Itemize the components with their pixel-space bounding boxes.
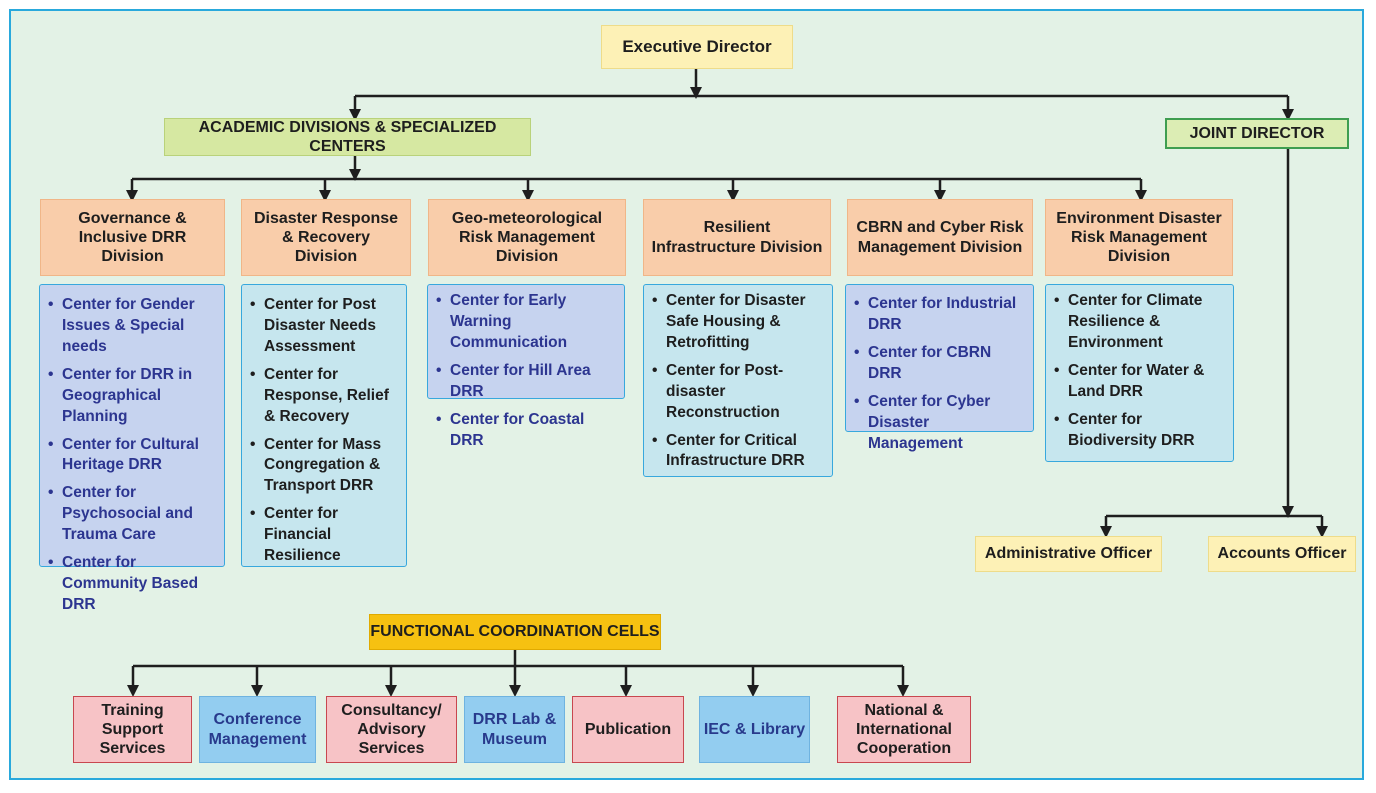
division-title: Resilient Infrastructure Division: [651, 219, 823, 256]
center-item: Center for Financial Resilience: [250, 504, 400, 567]
center-item: Center for Psychosocial and Trauma Care: [48, 483, 218, 546]
functional-cells-title: FUNCTIONAL COORDINATION CELLS: [370, 623, 660, 641]
cell-label: Publication: [584, 720, 672, 738]
center-item: Center for Biodiversity DRR: [1054, 410, 1227, 452]
center-item: Center for Industrial DRR: [854, 294, 1027, 336]
accounts-officer-box: Accounts Officer: [1208, 536, 1356, 572]
administrative-officer-box: Administrative Officer: [975, 536, 1162, 572]
center-list-governance: Center for Gender Issues & Special needs…: [39, 284, 225, 613]
functional-cells-title-box: FUNCTIONAL COORDINATION CELLS: [369, 614, 661, 650]
center-item: Center for Critical Infrastructure DRR: [652, 431, 826, 473]
center-item: Center for Mass Congregation & Transport…: [250, 435, 400, 498]
cell-label: Conference Management: [208, 711, 307, 748]
cell-drr-lab: DRR Lab & Museum: [464, 696, 565, 763]
cell-national-international: National & International Cooperation: [837, 696, 971, 763]
division-header-response: Disaster Response & Recovery Division: [241, 199, 411, 276]
administrative-officer-label: Administrative Officer: [984, 545, 1153, 563]
division-title: Environment Disaster Risk Management Div…: [1056, 209, 1222, 266]
division-header-infrastructure: Resilient Infrastructure Division: [643, 199, 831, 276]
center-item: Center for Early Warning Communication: [436, 291, 618, 354]
center-item: Center for Climate Resilience & Environm…: [1054, 291, 1227, 354]
cell-label: National & International Cooperation: [855, 701, 952, 758]
center-list-geomet: Center for Early Warning Communication C…: [427, 284, 625, 449]
center-list-cbrn: Center for Industrial DRR Center for CBR…: [845, 284, 1034, 452]
center-item: Center for Hill Area DRR: [436, 361, 618, 403]
division-header-geomet: Geo-meteorological Risk Management Divis…: [428, 199, 626, 276]
cell-consultancy: Consultancy/ Advisory Services: [326, 696, 457, 763]
center-item: Center for Cultural Heritage DRR: [48, 435, 218, 477]
cell-iec-library: IEC & Library: [699, 696, 810, 763]
center-list-environment: Center for Climate Resilience & Environm…: [1045, 284, 1234, 462]
center-item: Center for DRR in Geographical Planning: [48, 365, 218, 428]
cell-label: Consultancy/ Advisory Services: [341, 701, 442, 758]
center-item: Center for Coastal DRR: [436, 410, 618, 452]
cell-label: DRR Lab & Museum: [472, 711, 557, 748]
division-header-environment: Environment Disaster Risk Management Div…: [1045, 199, 1233, 276]
academic-divisions-box: ACADEMIC DIVISIONS & SPECIALIZED CENTERS: [164, 118, 531, 156]
division-header-governance: Governance & Inclusive DRR Division: [40, 199, 225, 276]
center-item: Center for Response, Relief & Recovery: [250, 365, 400, 428]
joint-director-box: JOINT DIRECTOR: [1165, 118, 1349, 149]
cell-label: Training Support Services: [99, 701, 166, 758]
executive-director-label: Executive Director: [622, 36, 772, 56]
center-item: Center for Disaster Safe Housing & Retro…: [652, 291, 826, 354]
center-item: Center for Gender Issues & Special needs: [48, 295, 218, 358]
center-item: Center for Community Based DRR: [48, 553, 218, 616]
center-item: Center for Post-disaster Reconstruction: [652, 361, 826, 424]
center-item: Center for CBRN DRR: [854, 343, 1027, 385]
division-title: Geo-meteorological Risk Management Divis…: [451, 209, 603, 266]
cell-label: IEC & Library: [703, 720, 806, 738]
academic-divisions-label: ACADEMIC DIVISIONS & SPECIALIZED CENTERS: [198, 118, 497, 155]
center-item: Center for Cyber Disaster Management: [854, 392, 1027, 455]
accounts-officer-label: Accounts Officer: [1217, 545, 1347, 563]
cell-training: Training Support Services: [73, 696, 192, 763]
division-title: CBRN and Cyber Risk Management Division: [856, 219, 1024, 256]
division-title: Governance & Inclusive DRR Division: [78, 209, 187, 266]
cell-conference: Conference Management: [199, 696, 316, 763]
center-list-infrastructure: Center for Disaster Safe Housing & Retro…: [643, 284, 833, 477]
division-header-cbrn: CBRN and Cyber Risk Management Division: [847, 199, 1033, 276]
executive-director-box: Executive Director: [601, 25, 793, 69]
center-list-response: Center for Post Disaster Needs Assessmen…: [241, 284, 407, 567]
center-item: Center for Water & Land DRR: [1054, 361, 1227, 403]
cell-publication: Publication: [572, 696, 684, 763]
division-title: Disaster Response & Recovery Division: [253, 209, 399, 266]
center-item: Center for Post Disaster Needs Assessmen…: [250, 295, 400, 358]
joint-director-label: JOINT DIRECTOR: [1189, 124, 1325, 142]
